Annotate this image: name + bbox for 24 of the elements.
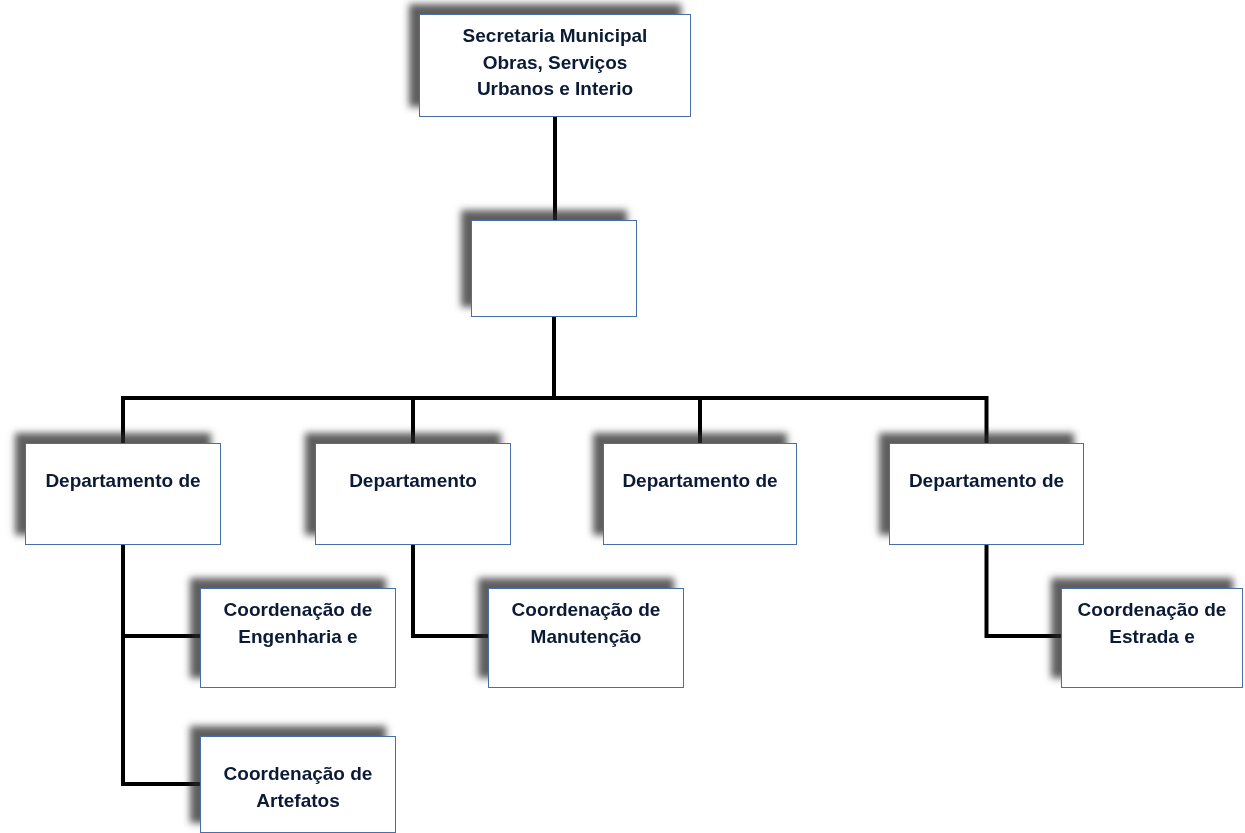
box-label: Departamento [348, 469, 478, 493]
connector-line [411, 545, 488, 638]
org-box [25, 443, 221, 545]
connector-line [553, 117, 557, 220]
box-label: Secretaria Municipal Obras, Serviços Urbanos e Interio [461, 24, 649, 102]
box-label: Coordenação de Estrada e [1076, 598, 1228, 649]
org-box [315, 443, 511, 545]
org-box [488, 588, 684, 688]
org-box [1061, 588, 1243, 688]
connector-line [121, 545, 200, 786]
box-label: Coordenação de Manutenção [510, 598, 662, 649]
box-label: Departamento de [907, 469, 1066, 493]
org-box [603, 443, 797, 545]
org-box [889, 443, 1084, 545]
box-label: Departamento de [621, 469, 779, 493]
box-label: Coordenação de Artefatos [222, 762, 374, 813]
connector-line [552, 317, 989, 443]
box-label: Coordenação de Engenharia e [222, 598, 374, 649]
org-box [200, 736, 396, 833]
connector-line [984, 545, 1061, 638]
org-box [200, 588, 396, 688]
org-box [419, 14, 691, 117]
empty-box [471, 220, 637, 317]
box-label: Departamento de [44, 469, 202, 493]
